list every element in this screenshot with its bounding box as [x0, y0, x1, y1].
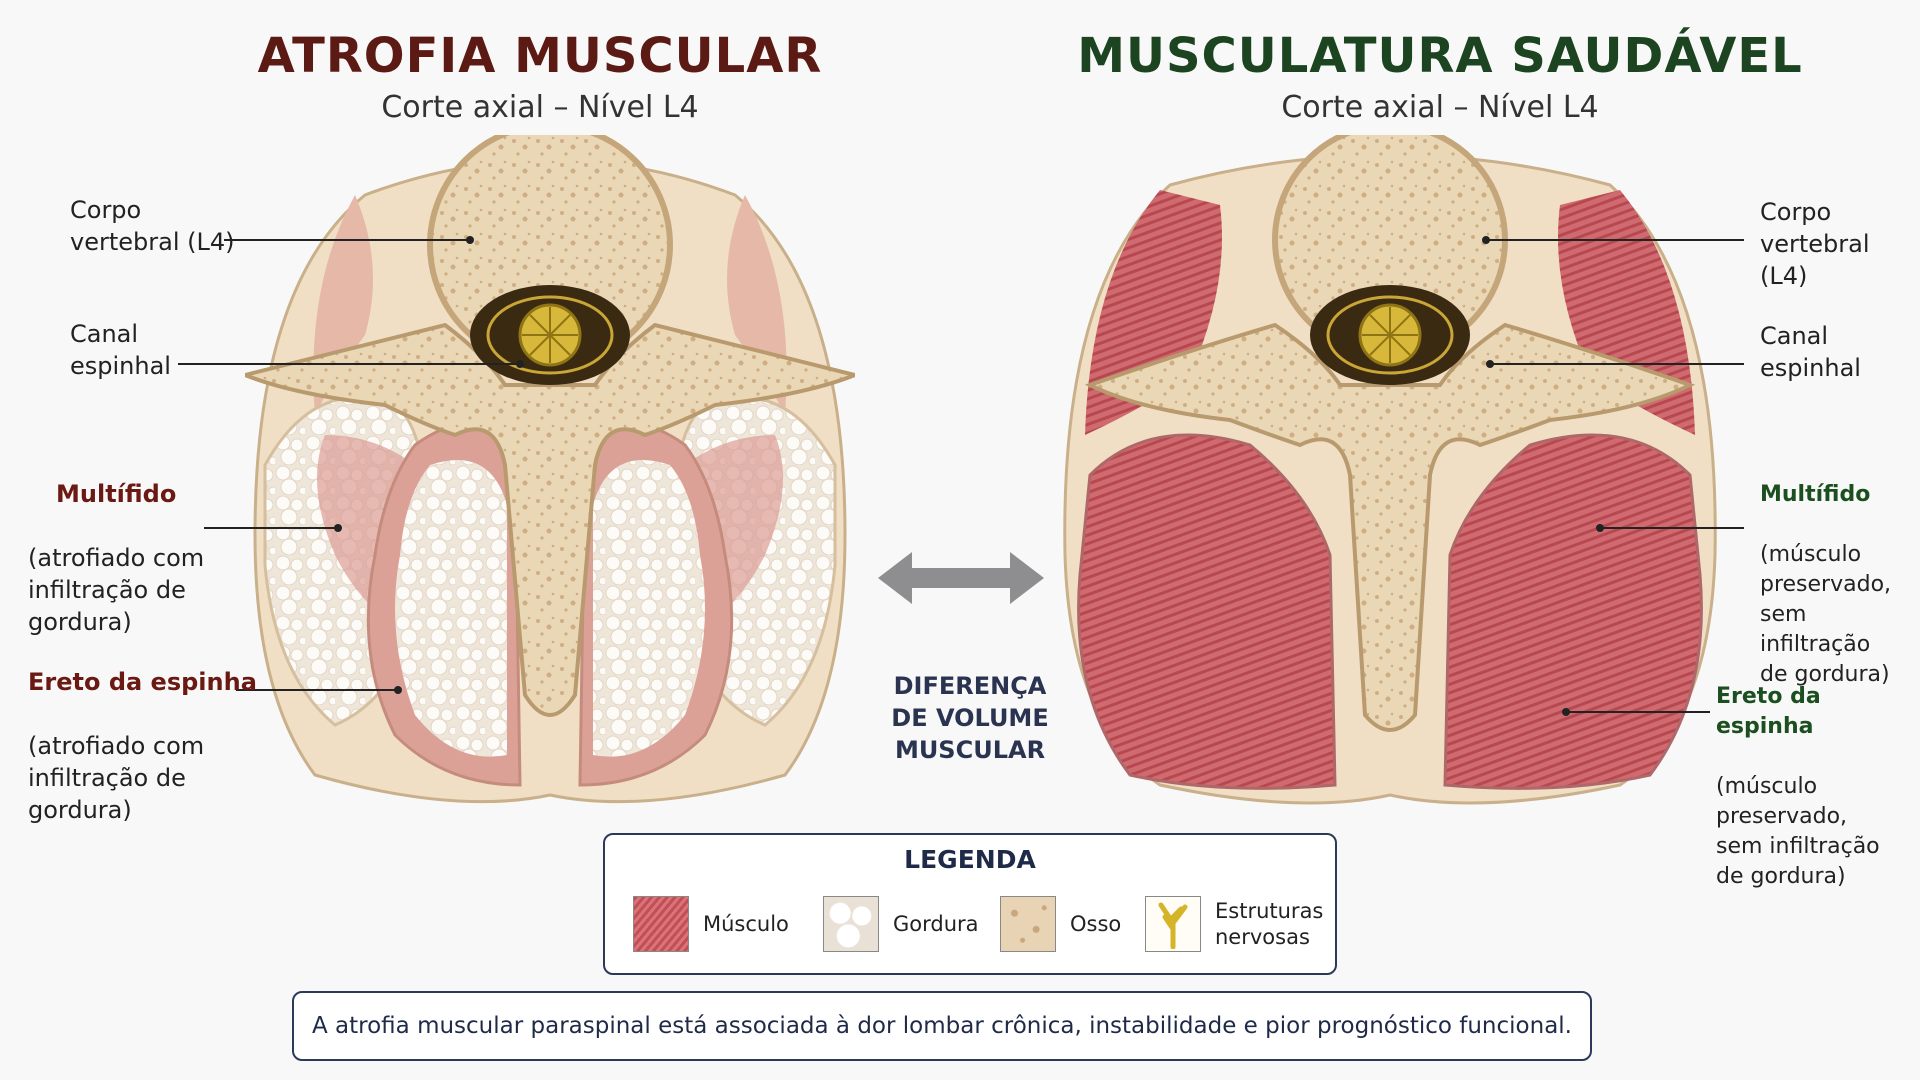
multifido-heading: Multífido — [56, 480, 177, 508]
muscle-swatch-icon — [633, 896, 689, 952]
volume-difference-text: DIFERENÇA DE VOLUME MUSCULAR — [891, 672, 1049, 764]
left-subtitle: Corte axial – Nível L4 — [381, 90, 699, 125]
legend-label: Osso — [1070, 912, 1122, 936]
left-label-corpo: Corpo vertebral (L4) — [70, 196, 235, 256]
legend-label: Músculo — [703, 912, 789, 936]
double-arrow-icon — [878, 552, 1044, 604]
right-label-ereto: Ereto da espinha (músculo preservado, se… — [1716, 652, 1920, 922]
multifido-description: (músculo preservado, sem infiltração de … — [1760, 542, 1892, 687]
ereto-description: (músculo preservado, sem infiltração de … — [1716, 774, 1880, 889]
legend-item-fat: Gordura — [823, 893, 979, 955]
left-title: ATROFIA MUSCULAR — [257, 28, 823, 84]
atrophy-cross-section — [245, 135, 855, 804]
multifido-heading: Multífido — [1760, 482, 1871, 507]
legend: LEGENDA Músculo Gordura Osso Estruturas … — [603, 833, 1337, 975]
left-label-multifido: Multífido (atrofiado com infiltração de … — [28, 446, 204, 670]
ereto-heading: Ereto da espinha — [1716, 684, 1821, 739]
ereto-heading: Ereto da espinha — [28, 668, 257, 696]
right-title: MUSCULATURA SAUDÁVEL — [1077, 28, 1803, 84]
right-label-corpo: Corpo vertebral (L4) — [1760, 198, 1870, 290]
legend-item-muscle: Músculo — [633, 893, 789, 955]
legend-item-nerve: Estruturas nervosas — [1145, 893, 1323, 955]
legend-item-bone: Osso — [1000, 893, 1121, 955]
footer-note: A atrofia muscular paraspinal está assoc… — [292, 991, 1592, 1061]
right-label-canal: Canal espinhal — [1760, 322, 1861, 382]
left-label-ereto: Ereto da espinha (atrofiado com infiltra… — [28, 634, 257, 858]
multifido-description: (atrofiado com infiltração de gordura) — [28, 544, 205, 636]
legend-title: LEGENDA — [904, 845, 1036, 874]
legend-label: Estruturas nervosas — [1215, 899, 1324, 949]
bone-swatch-icon — [1000, 896, 1056, 952]
right-label-multifido: Multífido (músculo preservado, sem infil… — [1760, 450, 1920, 720]
legend-label: Gordura — [893, 912, 979, 936]
fat-swatch-icon — [823, 896, 879, 952]
left-label-canal: Canal espinhal — [70, 320, 171, 380]
ereto-description: (atrofiado com infiltração de gordura) — [28, 732, 205, 824]
right-subtitle: Corte axial – Nível L4 — [1281, 90, 1599, 125]
nerve-icon — [1145, 896, 1201, 952]
